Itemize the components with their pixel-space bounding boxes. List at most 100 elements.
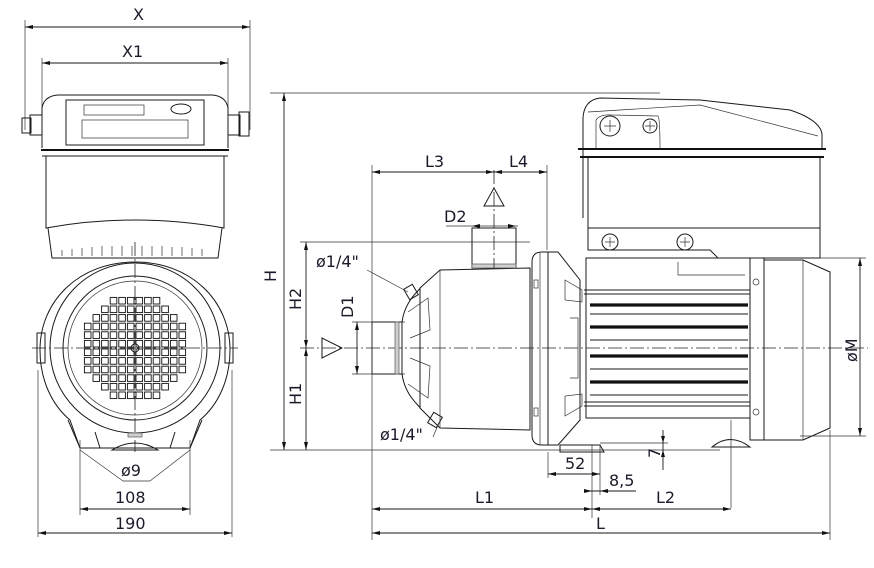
grille-slot	[109, 348, 118, 357]
grille-slot	[101, 348, 109, 357]
screw-icon	[601, 233, 619, 251]
casing-rib	[407, 357, 431, 399]
grille-slot	[101, 339, 109, 348]
grille-slot	[144, 391, 152, 400]
grille-slot	[109, 365, 118, 374]
leader-line	[366, 269, 409, 293]
arrow-icon	[584, 507, 592, 511]
fan-grille	[83, 296, 187, 400]
grille-slot	[178, 339, 187, 348]
arrow-icon	[304, 442, 308, 450]
grille-slot	[92, 348, 101, 357]
grille-slot	[178, 322, 187, 331]
label-x1: X1	[122, 42, 143, 61]
motor-bracket	[548, 251, 581, 446]
arrow-icon	[355, 366, 359, 374]
arrow-icon	[372, 531, 380, 535]
grille-slot	[118, 374, 126, 382]
arrow-icon	[584, 489, 592, 493]
grille-slot	[118, 391, 126, 400]
grille-slot	[92, 339, 101, 348]
grille-slot	[152, 331, 161, 339]
flange-bolt	[533, 279, 539, 289]
display-panel	[65, 99, 205, 146]
grille-slot	[161, 357, 169, 365]
grille-slot	[126, 314, 135, 322]
grille-slot	[126, 339, 135, 348]
grille-slot	[135, 374, 144, 382]
motor-housing-front	[39, 261, 231, 449]
grille-slot	[135, 296, 144, 305]
label-52: 52	[565, 454, 585, 473]
grille-slot	[92, 314, 101, 322]
grille-slot	[83, 331, 92, 339]
control-box-lid	[582, 97, 823, 218]
grille-slot	[118, 357, 126, 365]
grille-slot	[161, 305, 169, 314]
grille-slot	[109, 322, 118, 331]
grille-slot	[126, 391, 135, 400]
arrow-icon	[42, 61, 50, 65]
label-h: H	[261, 270, 280, 282]
grille-slot	[101, 357, 109, 365]
grille-slot	[118, 314, 126, 322]
grille-slot	[144, 357, 152, 365]
grille-slot	[135, 365, 144, 374]
cross-icon	[604, 120, 616, 132]
lid-edge	[587, 104, 819, 137]
grille-slot	[152, 348, 161, 357]
bracket-window	[570, 317, 579, 379]
grille-slot	[101, 314, 109, 322]
grille-slot	[101, 331, 109, 339]
grille-slot	[118, 339, 126, 348]
label-190: 190	[115, 514, 146, 533]
grille-slot	[152, 374, 161, 382]
grille-slot	[83, 357, 92, 365]
grille-slot	[83, 339, 92, 348]
arrow-icon	[539, 170, 547, 174]
label-l4: L4	[509, 152, 528, 171]
grille-slot	[92, 322, 101, 331]
grille-slot	[109, 357, 118, 365]
grille-slot	[161, 314, 169, 322]
label-l3: L3	[425, 152, 444, 171]
grille-slot	[169, 365, 178, 374]
grille-slot	[135, 357, 144, 365]
grille-slot	[178, 357, 187, 365]
dial-icon	[170, 103, 192, 115]
arrow-icon	[661, 436, 665, 443]
cable-gland-right	[227, 111, 250, 137]
grille-slot	[144, 339, 152, 348]
grille-slot	[135, 339, 144, 348]
outlet-flow-arrow-icon	[483, 186, 505, 207]
grille-slot	[126, 382, 135, 391]
grille-slot	[152, 296, 161, 305]
leader-line	[149, 449, 191, 482]
grille-slot	[161, 382, 169, 391]
grille-slot	[109, 339, 118, 348]
grille-slot	[126, 374, 135, 382]
grille-slot	[109, 296, 118, 305]
grille-slot	[161, 322, 169, 331]
grille-slot	[144, 296, 152, 305]
side-lug	[224, 332, 234, 364]
arrow-icon	[723, 507, 731, 511]
grille-slot	[144, 382, 152, 391]
arrow-icon	[822, 531, 830, 535]
label-7: 7	[645, 448, 664, 458]
label-l1: L1	[475, 488, 494, 507]
grille-slot	[152, 339, 161, 348]
grille-slot	[126, 331, 135, 339]
grille-slot	[92, 331, 101, 339]
grille-slot	[135, 382, 144, 391]
grille-slot	[152, 314, 161, 322]
foot-pad	[127, 432, 143, 438]
grille-slot	[144, 374, 152, 382]
grille-slot	[144, 314, 152, 322]
bracket-foot	[559, 444, 605, 453]
label-x: X	[133, 5, 144, 24]
grille-slot	[101, 374, 109, 382]
arrow-icon	[494, 170, 502, 174]
arrow-icon	[858, 428, 862, 436]
